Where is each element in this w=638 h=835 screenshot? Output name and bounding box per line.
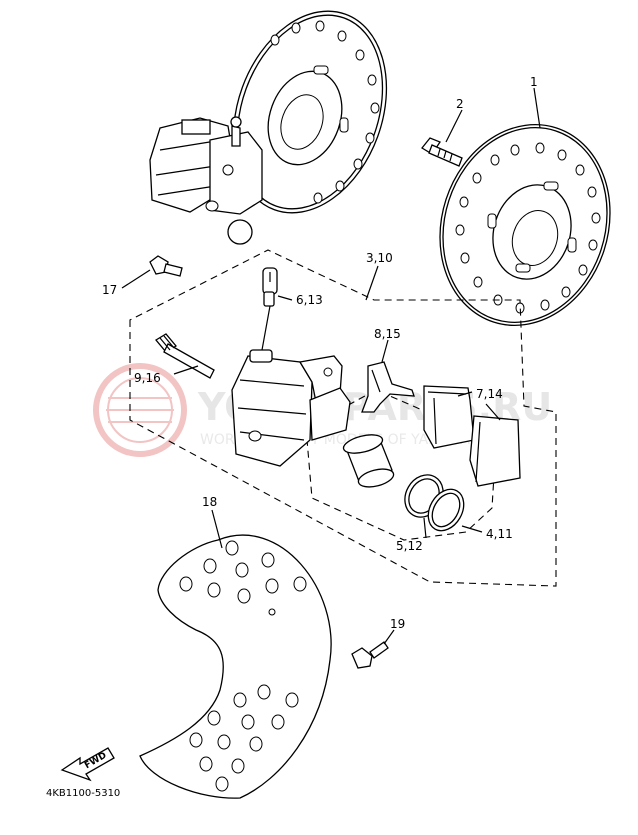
callout-19: 19 [390, 617, 405, 631]
bleed-screw-17 [149, 255, 183, 277]
callout-7-14: 7,14 [476, 387, 503, 401]
callout-6-13: 6,13 [296, 293, 323, 307]
piston-seals [404, 474, 465, 532]
callout-2: 2 [456, 97, 464, 111]
caliper-assembly-top [149, 10, 388, 245]
disc-bolt [421, 137, 463, 167]
brake-pads-7-14 [423, 385, 521, 487]
pad-spring-8-15 [361, 361, 415, 413]
callout-1: 1 [530, 75, 538, 89]
callout-5-12: 5,12 [396, 539, 423, 553]
brake-disc-right [439, 124, 611, 326]
bleed-valve-6-13 [261, 267, 278, 351]
pin-bolt-9-16 [155, 333, 215, 379]
callout-17: 17 [102, 283, 117, 297]
caliper-body-exploded [231, 349, 351, 467]
caliper-assembly-top-holes [270, 20, 380, 204]
callout-18: 18 [202, 495, 217, 509]
disc-guard-holes [179, 540, 307, 792]
caliper-piston [342, 434, 395, 488]
disc-guard-18 [139, 534, 332, 799]
callout-4-11: 4,11 [486, 527, 513, 541]
callout-9-16: 9,16 [134, 371, 161, 385]
callout-3-10: 3,10 [366, 251, 393, 265]
assembly-boundary-dashed [129, 249, 557, 587]
pad-kit-boundary-dashed [305, 389, 497, 541]
callout-labels: 1 2 3,10 17 6,13 8,15 9,16 7,14 18 5,12 … [102, 75, 538, 631]
leader-lines [121, 87, 541, 645]
diagram-code: 4KB1100-5310 [46, 788, 120, 799]
watermark-logo [93, 363, 187, 457]
guard-bolt-19 [351, 641, 389, 669]
fwd-arrow-icon: FWD [60, 747, 115, 782]
callout-8-15: 8,15 [374, 327, 401, 341]
